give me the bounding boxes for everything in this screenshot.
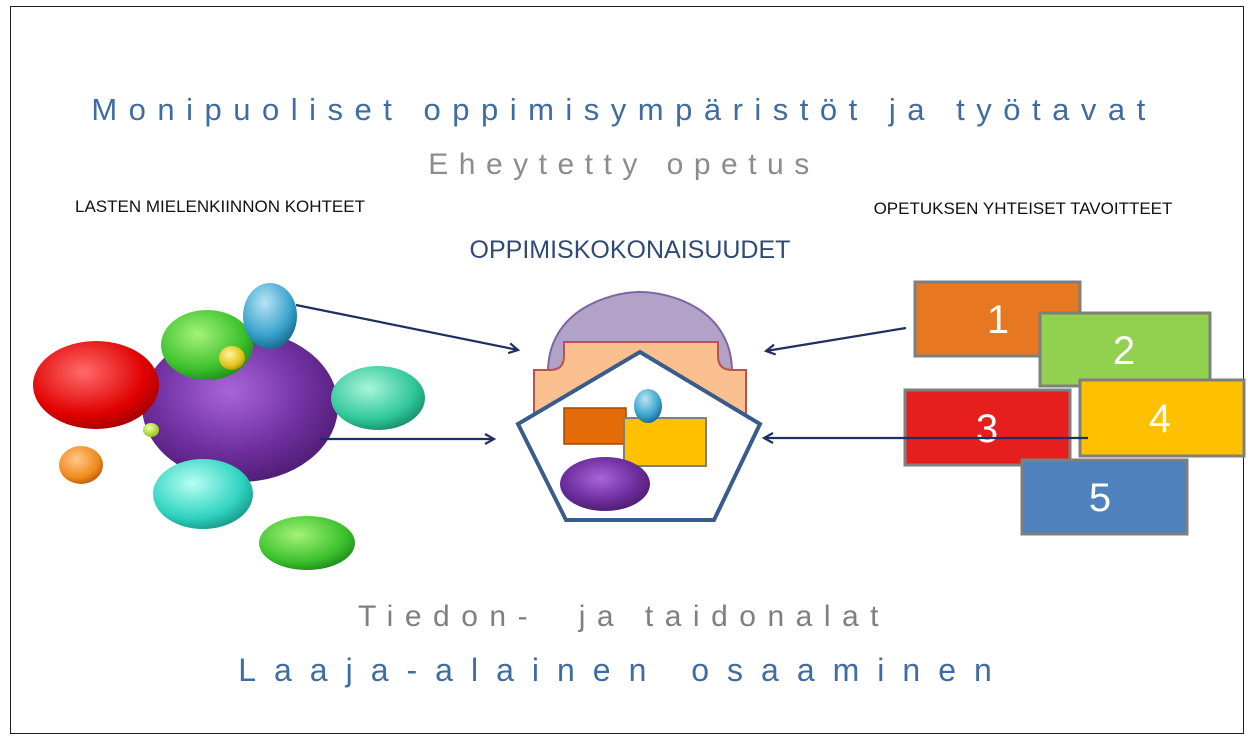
block-4: 4 (1078, 378, 1246, 458)
block-1-label: 1 (987, 298, 1009, 342)
center-label: OPPIMISKOKONAISUUDET (469, 236, 791, 264)
orange-ball (59, 446, 103, 484)
red-bubble (33, 341, 159, 429)
arrows (295, 303, 907, 439)
green-bubble-bottom (259, 516, 355, 570)
left-label: LASTEN MIELENKIINNON KOHTEET (75, 197, 365, 216)
block-2-label: 2 (1113, 329, 1135, 373)
slide-title: Monipuoliset oppimisympäristöt ja työtav… (91, 92, 1157, 127)
tiny-lime-ball (143, 423, 159, 437)
small-yellow-ball (219, 346, 245, 370)
slide-subtitle: Eheytetty opetus (428, 148, 820, 181)
cyan-bubble (153, 459, 253, 529)
goal-blocks: 1 2 3 4 5 (764, 280, 1246, 536)
block-5: 5 (1020, 458, 1189, 536)
interests-cluster (33, 283, 425, 570)
green-bubble-top (161, 310, 253, 380)
arrow-right-top (766, 326, 907, 351)
right-label: OPETUKSEN YHTEISET TAVOITTEET (873, 199, 1173, 218)
mini-purple-ellipse (560, 457, 650, 511)
bottom-line-2: Laaja-alainen osaaminen (238, 652, 1010, 688)
blue-drop (243, 283, 297, 349)
block-4-label: 4 (1149, 397, 1171, 441)
mini-blue-drop (634, 389, 662, 423)
bottom-line-1: Tiedon- ja taidonalat (357, 600, 891, 633)
mini-orange-block (563, 407, 627, 445)
mini-yellow-block (623, 417, 707, 467)
teal-bubble-right (331, 366, 425, 430)
block-5-label: 5 (1089, 476, 1111, 520)
block-3-label: 3 (976, 407, 998, 451)
arrow-left-top (295, 303, 518, 350)
block-2: 2 (1038, 311, 1212, 388)
block-3: 3 (903, 388, 1072, 467)
learning-entities-shape (515, 290, 763, 522)
